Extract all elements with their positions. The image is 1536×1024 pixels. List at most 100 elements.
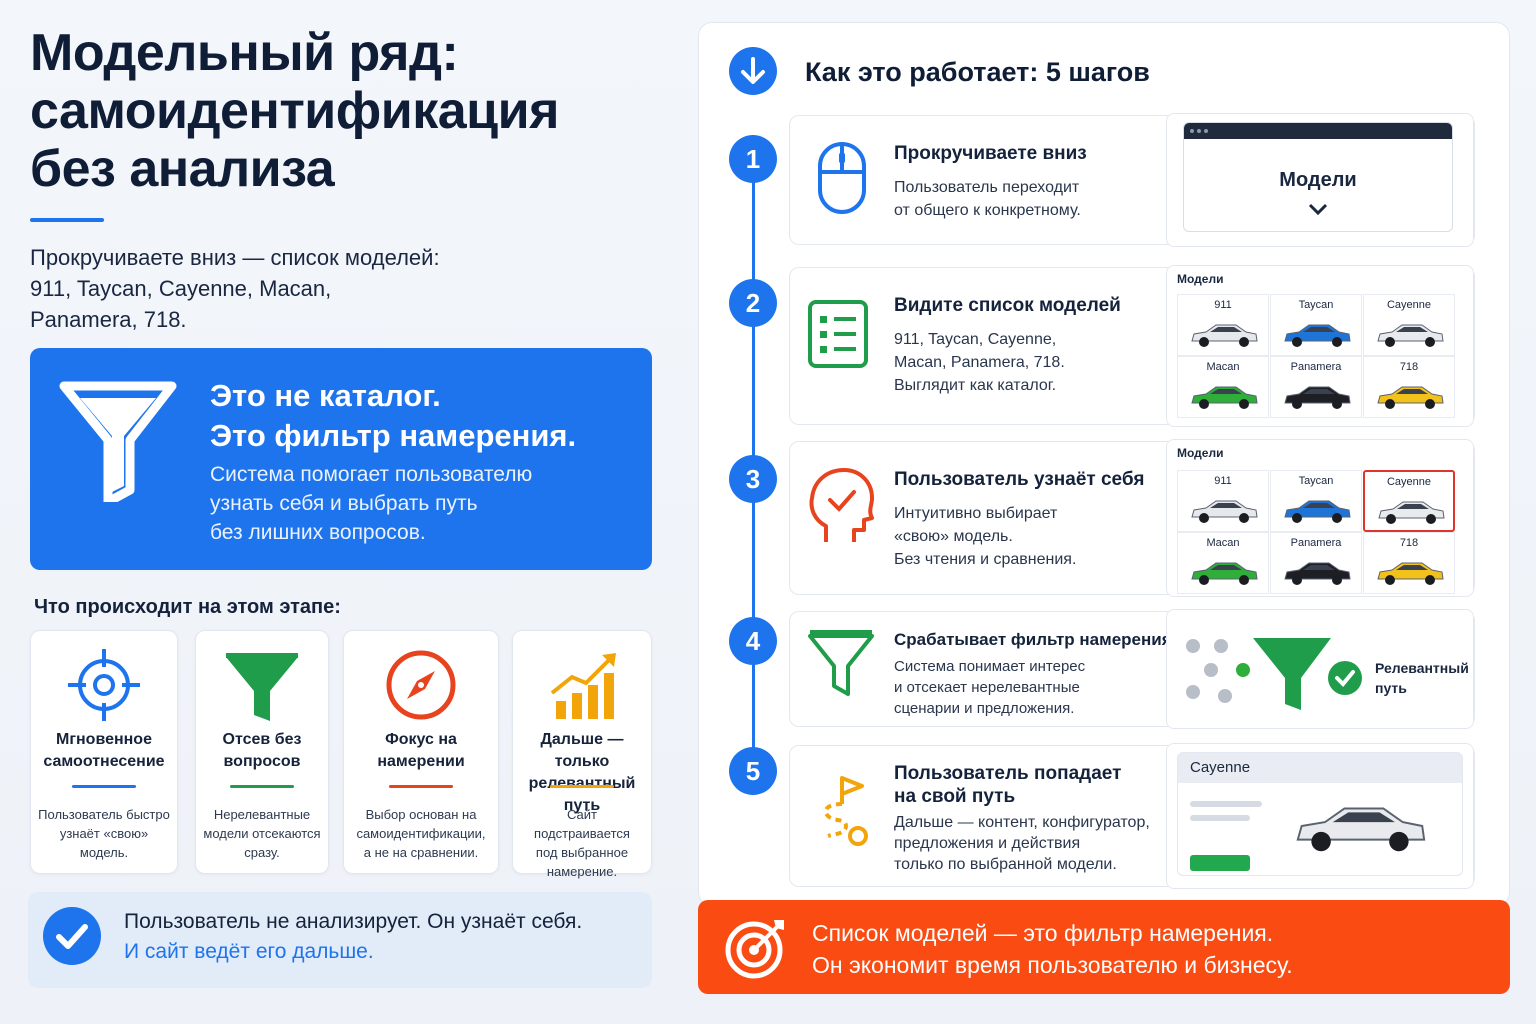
highlight-body-line: Система помогает пользователю [210,463,533,486]
feature-card-focus: Фокус на намерении Выбор основан на само… [343,630,499,874]
list-icon [808,300,868,368]
funnel-icon [226,653,298,721]
model-page-card: Cayenne [1177,752,1463,876]
steps-title: Как это работает: 5 шагов [805,57,1150,87]
model-card[interactable]: 718 [1363,356,1455,418]
step-title: Пользователь попадает на свой путь [894,763,1122,807]
text-placeholder-line [1190,801,1262,807]
title-line: без анализа [30,140,335,198]
chevron-down-icon[interactable] [1308,203,1328,217]
car-icon [1284,500,1351,523]
feature-divider [72,785,136,788]
car-icon [1191,500,1258,523]
model-card-selected[interactable]: Cayenne [1363,470,1455,532]
section-heading: Что происходит на этом этапе: [34,596,341,618]
step-number: 1 [729,135,777,183]
target-arrow-icon [725,920,784,979]
step-4: Срабатывает фильтр намерения Система пон… [789,609,1475,729]
page-title: Модельный ряд: самоидентификация без ана… [30,24,654,198]
step-number: 4 [729,617,777,665]
model-page-preview: Cayenne [1166,743,1474,889]
model-card[interactable]: 718 [1363,532,1455,594]
models-grid-selected: Модели 911 Taycan Cayenne Macan Panamera… [1166,439,1474,597]
models-grid-label: Модели [1177,272,1224,286]
car-icon [1377,562,1444,585]
feature-text: Пользователь быстро узнаёт «свою» модель… [38,807,170,860]
model-card[interactable]: Taycan [1270,470,1362,532]
steps-panel: Как это работает: 5 шагов 1 Прокручивает… [698,22,1510,906]
compass-icon [386,650,456,720]
car-icon [1377,386,1444,409]
title-line: Модельный ряд: [30,24,459,82]
step-title: Видите список моделей [894,295,1121,316]
feature-text: Нерелевантные модели отсекаются сразу. [203,807,321,860]
model-card[interactable]: 911 [1177,294,1269,356]
car-icon [1377,324,1444,347]
summary-line-1: Пользователь не анализирует. Он узнаёт с… [124,910,583,933]
feature-title: Дальше — только релевантный путь [528,731,636,814]
step-text: 911, Taycan, Cayenne, Macan, Panamera, 7… [894,331,1065,394]
model-card[interactable]: Macan [1177,356,1269,418]
car-icon [1296,807,1426,852]
highlight-heading-line: Это фильтр намерения. [210,418,577,453]
feature-title: Мгновенное самоотнесение [43,731,165,770]
step-text: Пользователь переходит от общего к конкр… [894,179,1081,219]
step-number: 3 [729,455,777,503]
mouse-icon [818,142,866,214]
step-number: 5 [729,747,777,795]
step-text: Дальше — контент, конфигуратор, предложе… [894,814,1150,873]
feature-title: Фокус на намерении [377,731,465,770]
funnel-icon [59,381,177,502]
title-underline [30,218,104,222]
model-card[interactable]: Cayenne [1363,294,1455,356]
model-card[interactable]: Macan [1177,532,1269,594]
models-grid: Модели 911 Taycan Cayenne Macan Panamera… [1166,265,1474,427]
feature-divider [389,785,453,788]
car-icon [1191,324,1258,347]
text-placeholder-line [1190,815,1250,821]
car-icon [1284,324,1351,347]
funnel-outline-icon [808,630,874,696]
intro-text: Прокручиваете вниз — список моделей: 911… [30,242,500,335]
browser-preview: Модели [1166,113,1474,247]
step-title: Пользователь узнаёт себя [894,469,1145,490]
relevant-path-label: Релевантный путь [1375,660,1469,696]
car-icon [1284,562,1351,585]
summary-card: Пользователь не анализирует. Он узнаёт с… [28,892,652,988]
model-card[interactable]: Panamera [1270,356,1362,418]
models-menu-label[interactable]: Модели [1279,169,1357,191]
target-icon [68,649,140,721]
title-line: самоидентификация [30,82,559,140]
intro-line: Panamera, 718. [30,307,187,332]
step-title: Срабатывает фильтр намерения [894,630,1172,649]
model-card[interactable]: 911 [1177,470,1269,532]
path-flag-icon [823,776,868,846]
conclusion-banner: Список моделей — это фильтр намерения. О… [698,900,1510,994]
step-5: Пользователь попадает на свой путь Дальш… [789,743,1475,889]
highlight-card: Это не каталог. Это фильтр намерения. Си… [30,348,652,570]
step-1: Прокручиваете вниз Пользователь переходи… [789,113,1475,247]
car-icon [1378,501,1445,524]
models-grid-label: Модели [1177,446,1224,460]
highlight-body-line: узнать себя и выбрать путь [210,492,478,515]
step-number: 2 [729,279,777,327]
car-icon [1191,386,1258,409]
check-circle-icon [43,907,101,965]
model-page-header: Cayenne [1178,753,1462,783]
model-card[interactable]: Panamera [1270,532,1362,594]
feature-text: Сайт подстраивается под выбранное намере… [534,807,630,879]
highlight-body: Система помогает пользователю узнать себ… [210,460,630,547]
step-2: Видите список моделей 911, Taycan, Cayen… [789,265,1475,427]
feature-text: Выбор основан на самоидентификации, а не… [356,807,486,860]
model-card[interactable]: Taycan [1270,294,1362,356]
cta-button[interactable] [1190,855,1250,871]
feature-card-instant: Мгновенное самоотнесение Пользователь бы… [30,630,178,874]
step-text: Интуитивно выбирает «свою» модель. Без ч… [894,505,1077,568]
highlight-heading-line: Это не каталог. [210,378,441,413]
arrow-down-icon [729,47,777,95]
browser-window: Модели [1183,122,1453,232]
head-check-icon [809,468,874,542]
conclusion-line-1: Список моделей — это фильтр намерения. [812,920,1274,946]
feature-divider [550,785,614,788]
browser-bar [1184,123,1452,139]
